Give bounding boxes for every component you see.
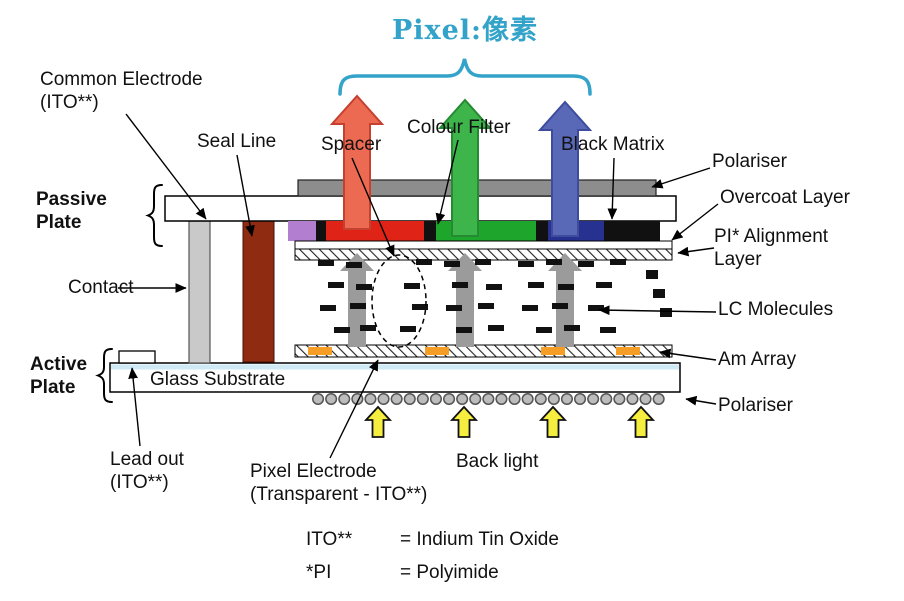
label-passive-plate: Passive Plate	[36, 189, 107, 234]
backlight-arrow	[449, 405, 479, 438]
seal-line-block	[242, 220, 275, 363]
black-matrix-segment	[424, 221, 436, 241]
pointer-lc-molecules	[598, 305, 717, 316]
green-light-arrow	[437, 98, 493, 237]
label-pixel-electrode: Pixel Electrode (Transparent - ITO**)	[250, 461, 428, 506]
pointer-polariser-bottom	[685, 395, 717, 406]
red-light-arrow	[329, 94, 385, 230]
label-back-light: Back light	[456, 451, 539, 472]
label-glass-substrate: Glass Substrate	[150, 369, 286, 390]
substrate-ito-strip	[111, 364, 679, 370]
label-am-array: Am Array	[718, 349, 797, 370]
label-colour-filter: Colour Filter	[407, 117, 511, 138]
backlight-arrow	[626, 405, 656, 438]
pi-alignment-layer-top	[294, 248, 673, 261]
contact-bar	[188, 220, 211, 364]
pointer-spacer	[351, 157, 395, 257]
pointer-pixel-electrode	[329, 359, 379, 459]
lc-molecules	[318, 259, 672, 333]
label-spacer: Spacer	[321, 134, 382, 155]
spacer-circle	[371, 254, 427, 348]
am-array-layer	[294, 344, 673, 358]
pointer-pi-alignment	[677, 246, 715, 257]
black-matrix-segment	[604, 221, 660, 241]
diagram-title: Pixel:像素	[391, 15, 539, 46]
label-seal-line: Seal Line	[197, 131, 277, 152]
footnote-ito-term: ITO**	[306, 529, 353, 550]
black-matrix-segment	[536, 221, 548, 241]
label-polariser-top: Polariser	[712, 151, 787, 172]
colour-filter-red	[326, 221, 424, 241]
label-lead-out: Lead out (ITO**)	[110, 449, 184, 494]
passive-glass	[164, 195, 677, 222]
label-overcoat-layer: Overcoat Layer	[720, 187, 850, 208]
pointer-colour-filter	[435, 139, 459, 225]
lc-direction-arrows	[340, 253, 582, 347]
active-plate-brace	[95, 348, 113, 403]
pixel-electrode-pad	[616, 347, 640, 355]
pointer-polariser-top	[651, 167, 711, 189]
pixel-electrode-pad	[541, 347, 565, 355]
footnote-pi-definition: = Polyimide	[400, 562, 499, 583]
pointer-seal-line	[236, 154, 255, 237]
lc-direction-arrow	[548, 253, 582, 347]
backlight-arrows	[363, 405, 656, 438]
pointer-black-matrix	[607, 157, 618, 220]
footnote-ito-definition: = Indium Tin Oxide	[400, 529, 559, 550]
footnote-pi-term: *PI	[306, 562, 332, 583]
label-lc-molecules: LC Molecules	[718, 299, 834, 320]
lc-direction-arrow	[448, 253, 482, 347]
label-active-plate: Active Plate	[30, 354, 88, 399]
label-polariser-bottom: Polariser	[718, 395, 793, 416]
pixel-brace	[338, 58, 592, 96]
pointer-am-array	[659, 348, 717, 361]
pointer-overcoat	[671, 203, 719, 241]
black-matrix-segment	[316, 221, 326, 241]
label-black-matrix: Black Matrix	[561, 134, 665, 155]
pointer-common-electrode	[125, 113, 207, 220]
backlight-arrow	[363, 405, 393, 438]
pixel-electrode-pad	[425, 347, 449, 355]
label-pi-alignment-layer: PI* Alignment Layer	[714, 226, 829, 271]
colour-filter-purple	[288, 221, 316, 241]
pointer-lead-out	[128, 367, 141, 447]
annotation-lines	[118, 113, 719, 459]
glass-substrate	[109, 362, 681, 393]
lead-out-pad	[118, 350, 156, 364]
blue-light-arrow	[537, 100, 593, 237]
lc-direction-arrow	[340, 253, 374, 347]
passive-plate-brace	[145, 184, 163, 247]
backlight-arrow	[538, 405, 568, 438]
pixel-light-arrows	[329, 94, 593, 237]
pixel-electrode-pad	[308, 347, 332, 355]
overcoat-layer	[294, 240, 673, 250]
label-common-electrode: Common Electrode (ITO**)	[40, 69, 203, 114]
label-contact: Contact	[68, 277, 134, 298]
